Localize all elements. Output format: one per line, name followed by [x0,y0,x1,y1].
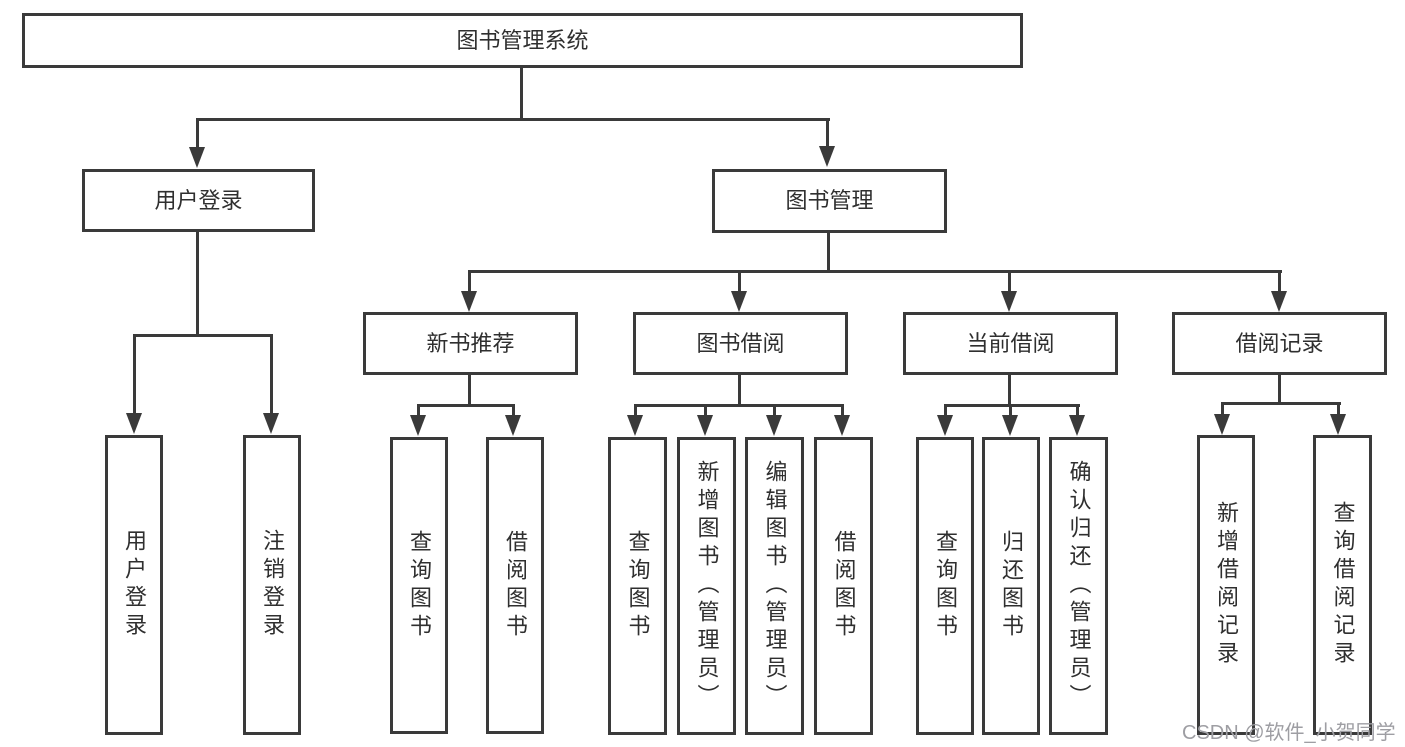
connector-line [1076,404,1079,417]
node-book-borrowing: 图书借阅 [633,312,848,375]
node-borrowing-records: 借阅记录 [1172,312,1387,375]
connector-line [944,404,1080,407]
node-label: 图书管理系统 [456,27,589,53]
connector-line [634,404,637,417]
node-label: 注销登录 [260,529,285,641]
connector-line [738,375,741,406]
connector-line [1221,402,1341,405]
connector-line [841,404,844,417]
node-label: 查询图书 [933,530,958,642]
arrow-down-icon [1214,414,1230,435]
node-logout: 注销登录 [243,435,301,735]
node-label: 借阅图书 [503,529,528,642]
connector-line [468,270,471,293]
connector-line [1008,270,1011,293]
node-user-login-leaf: 用户登录 [105,435,163,735]
node-label: 归还图书 [999,530,1024,642]
node-search-books: 查询图书 [608,437,667,735]
arrow-down-icon [505,415,521,436]
arrow-down-icon [937,415,953,436]
arrow-down-icon [834,415,850,436]
connector-line [196,118,199,150]
connector-line [196,232,199,335]
node-label: 新增图书（管理员） [694,460,720,712]
node-label: 借阅记录 [1235,330,1324,356]
connector-line [827,233,830,272]
connector-line [1278,375,1281,405]
arrow-down-icon [819,146,835,167]
node-borrow-books: 借阅图书 [486,437,544,734]
arrow-down-icon [126,413,142,434]
node-label: 图书借阅 [696,330,785,356]
arrow-down-icon [766,415,782,436]
node-label: 借阅图书 [831,530,857,642]
node-return-books: 归还图书 [982,437,1040,735]
node-edit-books-admin: 编辑图书（管理员） [745,437,804,735]
connector-line [270,334,273,414]
node-search-books: 查询图书 [390,437,448,734]
node-new-book-recommendation: 新书推荐 [363,312,578,375]
node-label: 查询图书 [407,529,432,642]
connector-line [826,118,829,150]
node-label: 用户登录 [154,187,243,213]
node-add-books-admin: 新增图书（管理员） [677,437,736,735]
connector-line [704,404,707,417]
connector-line [1221,402,1224,415]
node-label: 用户登录 [122,529,147,641]
connector-line [1337,402,1340,415]
arrow-down-icon [1001,291,1017,312]
arrow-down-icon [1271,291,1287,312]
connector-line [512,404,515,417]
node-user-login: 用户登录 [82,169,315,232]
node-label: 查询图书 [625,530,651,642]
arrow-down-icon [627,415,643,436]
connector-line [944,404,947,417]
node-label: 新书推荐 [426,330,515,356]
arrow-down-icon [697,415,713,436]
arrow-down-icon [1069,415,1085,436]
node-borrow-books: 借阅图书 [814,437,873,735]
connector-line [634,404,844,407]
node-book-management: 图书管理 [712,169,947,233]
node-add-borrow-record: 新增借阅记录 [1197,435,1255,735]
node-label: 编辑图书（管理员） [762,460,788,712]
connector-line [133,334,273,337]
connector-line [520,67,523,120]
node-library-management-system: 图书管理系统 [22,13,1023,68]
node-current-borrowing: 当前借阅 [903,312,1118,375]
node-confirm-return-admin: 确认归还（管理员） [1049,437,1108,735]
arrow-down-icon [461,291,477,312]
arrow-down-icon [731,291,747,312]
node-search-borrow-record: 查询借阅记录 [1313,435,1372,735]
arrow-down-icon [410,415,426,436]
connector-line [133,334,136,414]
connector-line [773,404,776,417]
connector-line [738,270,741,293]
connector-line [1278,270,1281,293]
connector-line [1009,404,1012,417]
connector-line [468,270,1282,273]
node-label: 确认归还（管理员） [1066,460,1092,712]
node-label: 图书管理 [785,188,874,213]
node-label: 当前借阅 [966,330,1055,356]
arrow-down-icon [1330,414,1346,435]
arrow-down-icon [1002,415,1018,436]
connector-line [417,404,515,407]
arrow-down-icon [263,413,279,434]
node-search-books: 查询图书 [916,437,974,735]
node-label: 新增借阅记录 [1214,501,1239,669]
connector-line [1008,375,1011,406]
node-label: 查询借阅记录 [1330,501,1356,669]
arrow-down-icon [189,147,205,168]
connector-line [468,375,471,406]
connector-line [196,118,830,121]
connector-line [417,404,420,417]
csdn-watermark: CSDN @软件_小贺同学 [1182,722,1396,744]
